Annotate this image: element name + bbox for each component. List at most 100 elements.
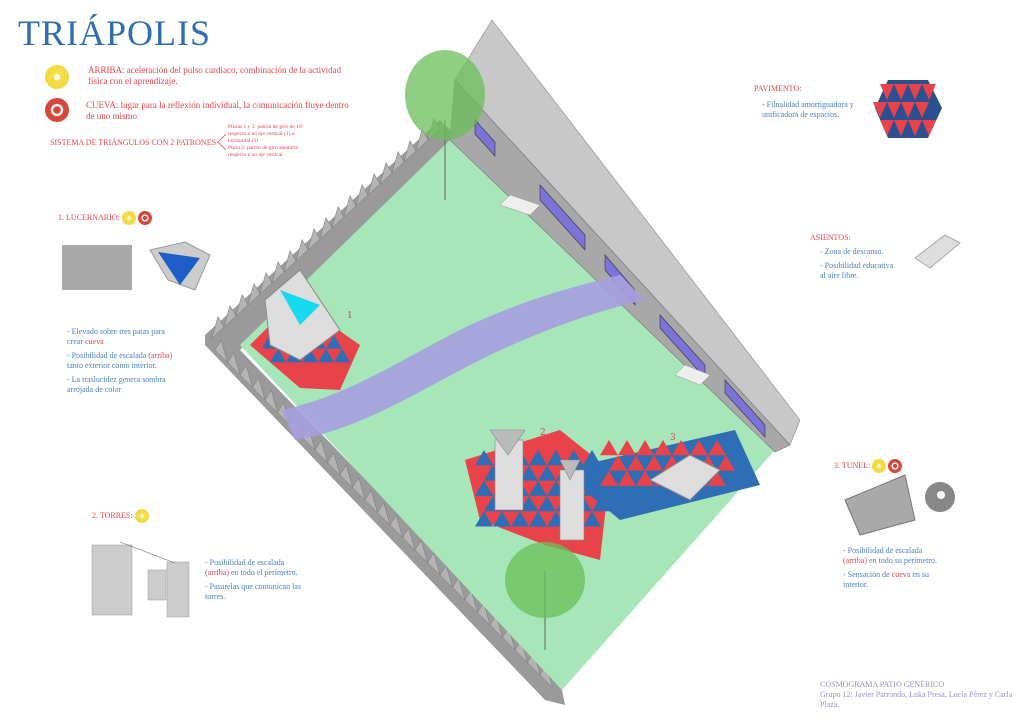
pattern-triangle — [708, 440, 726, 456]
pattern-triangle — [538, 495, 556, 512]
wall-tooth — [247, 282, 261, 306]
hexagon-triangle — [880, 84, 894, 100]
pattern-triangle — [493, 511, 511, 527]
wall-tooth — [214, 339, 228, 364]
pattern-triangle — [302, 348, 318, 363]
wall-tooth — [339, 464, 353, 489]
hexagon-triangle — [894, 84, 908, 100]
note-text: - Posibilidad de escalada — [205, 558, 285, 567]
wall-tooth — [327, 452, 341, 476]
sistema-note: Piezas 1 y 3: patrón de giro de 10º resp… — [228, 124, 304, 144]
lucernario-notes: - Elevado sobre tres patas para crear cu… — [67, 327, 177, 399]
note-text: - La traslucidez genera sombra arrojada … — [67, 375, 166, 394]
pattern-triangle — [708, 470, 726, 486]
wall-tooth — [391, 150, 405, 174]
pattern-triangle — [618, 470, 636, 486]
pattern-triangle — [583, 450, 601, 466]
asientos-heading: ASIENTOS: — [810, 233, 851, 242]
legend-cueva: CUEVA: lugar para la reflexión individua… — [45, 98, 352, 122]
wall-tooth — [377, 502, 391, 526]
note-text: en su interior. — [843, 570, 929, 589]
cueva-icon — [888, 459, 903, 473]
credits: COSMOGRAMA PATIO GENÉRICO Grupo 12: Javi… — [820, 680, 1015, 710]
torres-illustration — [91, 541, 190, 618]
asientos-illustration — [914, 234, 961, 269]
note-text: - Elevado sobre tres patas para crear — [67, 327, 165, 346]
wall-tooth — [223, 304, 237, 328]
wall-tooth — [527, 652, 541, 676]
cueva-icon — [45, 98, 69, 122]
pattern-triangle — [475, 480, 493, 496]
cueva-icon — [137, 211, 152, 225]
wall-tooth — [259, 271, 273, 295]
pattern-triangle — [475, 511, 493, 527]
lucernario-illustrations — [62, 241, 211, 291]
pattern-triangle — [270, 348, 286, 363]
note-text: - Posibilidad educativa al aire libre. — [820, 261, 894, 280]
pattern-triangle — [592, 495, 610, 512]
cueva-text: lugar para la reflexión individual, la c… — [86, 100, 349, 121]
pattern-triangle — [583, 511, 601, 527]
tree — [505, 542, 585, 650]
arriba-icon — [872, 459, 887, 473]
hexagon-triangle — [901, 102, 915, 118]
note-text: - Pasarelas que comunican las torres. — [205, 582, 301, 601]
pattern-triangle — [690, 440, 708, 456]
pattern-triangle — [600, 440, 618, 456]
wall-tooth — [331, 205, 345, 229]
wall-tooth — [403, 139, 417, 163]
arriba-text: aceleración del pulso cardiaco, combinac… — [88, 65, 342, 86]
wall-tooth — [464, 589, 478, 614]
pattern-triangle — [636, 470, 654, 486]
wall-tooth — [364, 489, 378, 514]
pattern-triangle — [654, 440, 672, 456]
page-title: TRIÁPOLIS — [18, 13, 212, 53]
pattern-triangle — [520, 465, 538, 481]
arriba-label: ARRIBA: — [88, 65, 125, 75]
pattern-triangle — [511, 511, 529, 527]
note-highlight: (arriba) — [148, 351, 173, 360]
hexagon-triangle — [894, 120, 908, 136]
credits-title: COSMOGRAMA PATIO GENÉRICO — [820, 680, 945, 689]
pattern-triangle — [326, 335, 342, 349]
wall-tooth — [415, 128, 429, 152]
wall-tooth — [227, 352, 241, 376]
cueva-label: CUEVA: — [86, 100, 119, 110]
hexagon-triangle — [880, 120, 894, 136]
arriba-icon — [45, 65, 69, 89]
wall-tooth — [252, 377, 266, 401]
hexagon-triangles — [873, 84, 936, 136]
wall-tooth — [414, 539, 428, 564]
grass-field — [240, 140, 775, 690]
hexagon-triangle — [873, 102, 887, 118]
pattern-triangle — [672, 440, 690, 456]
note-highlight: cueva — [84, 337, 104, 346]
note-highlight: (arriba) — [205, 568, 229, 577]
tunel-heading-text: 3. TUNEL: — [834, 460, 871, 470]
wall-tooth — [355, 183, 369, 207]
tunel-illustration — [844, 474, 955, 536]
note-text: - Posibilidad de escalada — [67, 351, 149, 360]
wall-tooth — [452, 577, 466, 601]
tunel-heading: 3. TUNEL: — [834, 459, 903, 473]
pattern-triangle — [529, 450, 547, 466]
pattern-triangle — [583, 480, 601, 496]
pattern-triangle — [529, 480, 547, 496]
hexagon-triangle — [915, 102, 929, 118]
lucernario-heading-text: 1. LUCERNARIO: — [58, 212, 120, 222]
wall-tooth — [264, 389, 278, 414]
wall-tooth — [514, 639, 528, 664]
lucernario-heading: 1. LUCERNARIO: — [58, 211, 152, 225]
plan-label-2: 2 — [540, 428, 546, 438]
pattern-triangle — [636, 440, 654, 456]
note-text: en todo su perímetro. — [866, 556, 937, 565]
wall-tooth — [271, 260, 285, 284]
hexagon-triangle — [887, 102, 901, 118]
tunel-sculpture — [648, 454, 721, 501]
bracket — [217, 133, 227, 151]
pattern-triangle — [600, 470, 618, 486]
pavimento-heading: PAVIMENTO: — [754, 84, 802, 93]
plan-label-1: 1 — [347, 311, 353, 321]
note-text: en todo el perímetro. — [228, 568, 298, 577]
